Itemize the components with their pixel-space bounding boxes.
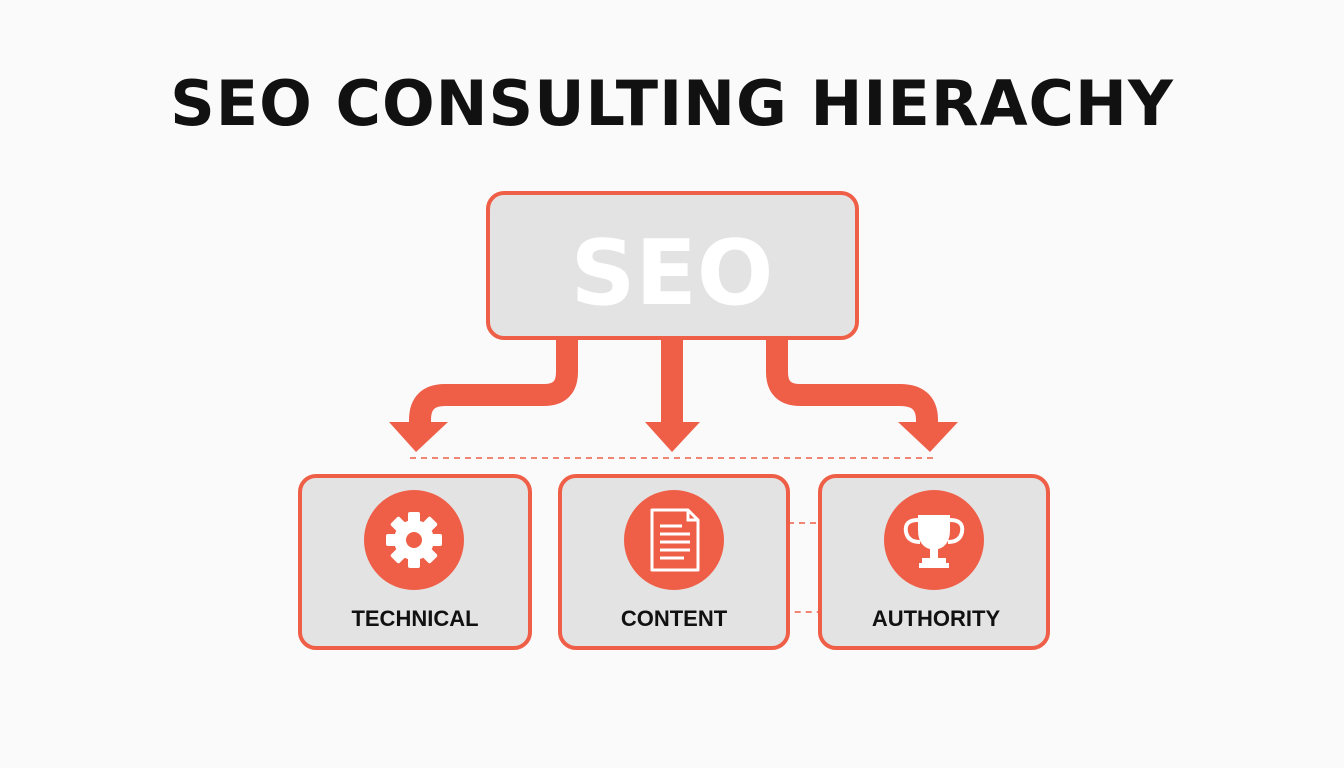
connectors <box>409 338 938 431</box>
child-node-content: CONTENT <box>558 474 790 650</box>
arrowheads <box>389 422 958 452</box>
child-label-content: CONTENT <box>621 606 728 631</box>
page-title: SEO CONSULTING HIERACHY <box>170 67 1174 140</box>
root-node-label: SEO <box>571 221 774 326</box>
arrowhead-technical <box>389 422 448 452</box>
connector-arrow-technical <box>409 338 578 431</box>
arrowhead-content <box>645 422 700 452</box>
document-icon <box>650 508 700 572</box>
arrowhead-authority <box>898 422 958 452</box>
child-node-authority: AUTHORITY <box>818 474 1050 650</box>
root-node: SEO <box>486 191 859 340</box>
child-node-technical: TECHNICAL <box>298 474 532 650</box>
connector-arrow-authority <box>766 338 938 431</box>
child-label-technical: TECHNICAL <box>351 606 478 631</box>
gear-icon <box>386 512 442 568</box>
trophy-icon <box>903 515 965 568</box>
child-label-authority: AUTHORITY <box>872 606 1001 631</box>
